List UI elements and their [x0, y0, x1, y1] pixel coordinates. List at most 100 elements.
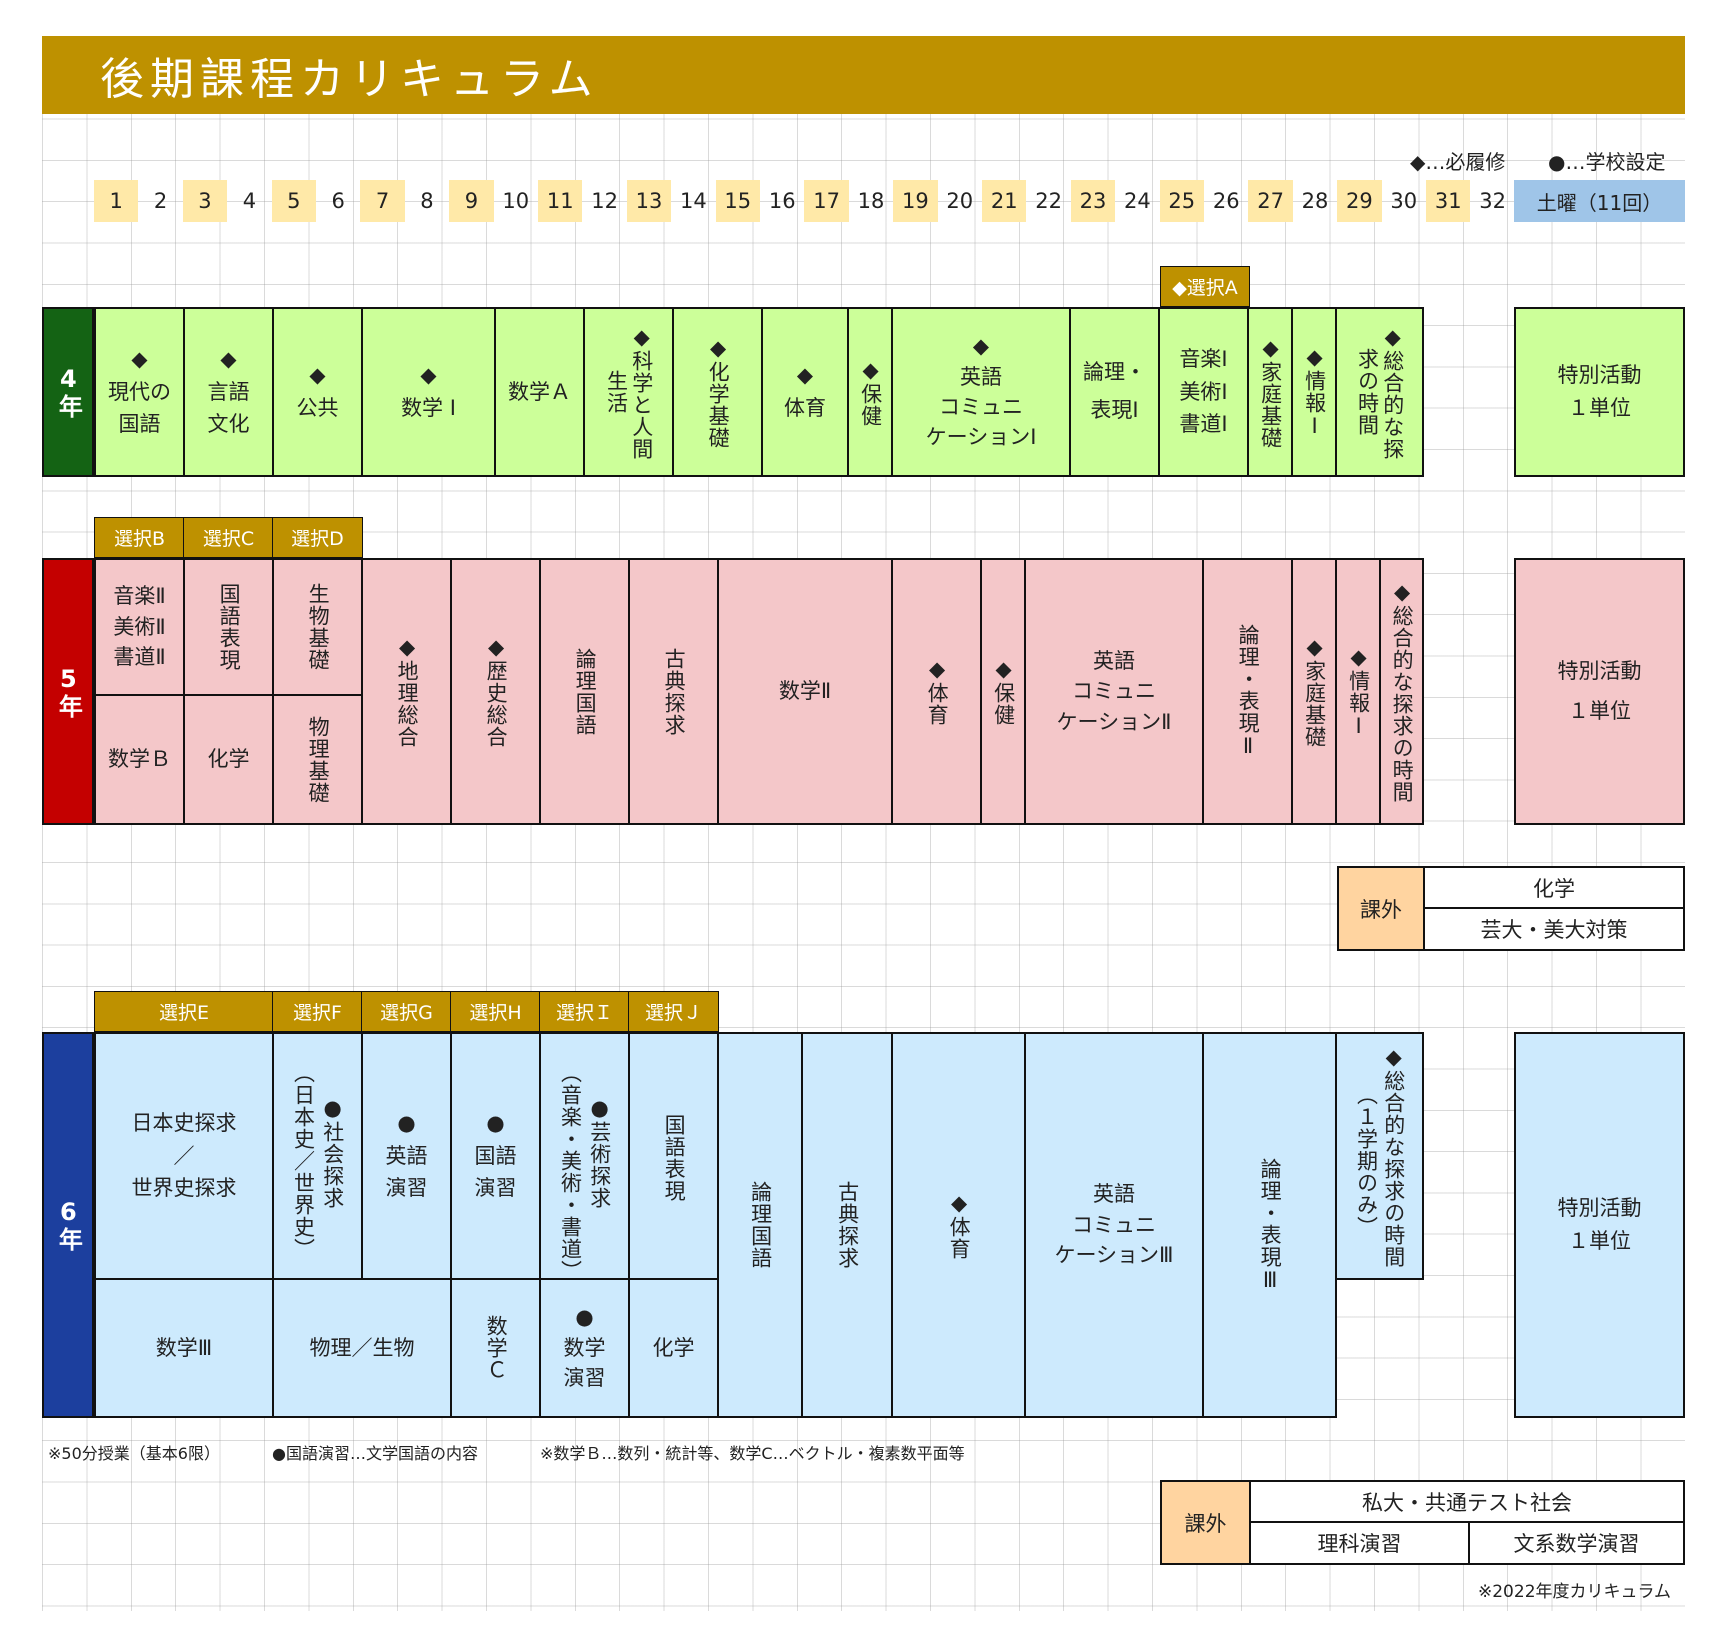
- cell-sugaku-2: 数学Ⅱ: [717, 558, 893, 825]
- cell-kagaku-kiso: ◆化学基礎: [672, 307, 763, 477]
- note-sugaku: ※数学Ｂ…数列・統計等、数学C…ベクトル・複素数平面等: [540, 1444, 965, 1463]
- sentaku-c-label: 選択C: [183, 517, 274, 558]
- period-11: 11: [538, 180, 583, 222]
- period-4: 4: [242, 189, 257, 213]
- sentaku-h-label: 選択H: [450, 991, 541, 1032]
- sentaku-d-label: 選択D: [272, 517, 363, 558]
- cell-katei-5: ◆家庭基礎: [1291, 558, 1337, 825]
- cell-eigo-2: 英語 コミュニ ケーションⅡ: [1024, 558, 1204, 825]
- cell-sugaku-b: 数学Ｂ: [94, 694, 185, 825]
- sentaku-j-label: 選択Ｊ: [628, 991, 719, 1032]
- cell-gendai-kokugo: ◆ 現代の 国語: [94, 307, 185, 477]
- cell-sogo-6: ◆総合的な探求の時間 （１学期のみ）: [1335, 1032, 1424, 1280]
- period-20: 20: [946, 189, 974, 213]
- cell-eigo-ensyu: ● 英語 演習: [361, 1032, 452, 1280]
- cell-kagaku-6: 化学: [628, 1278, 719, 1418]
- saturday-header: 土曜（11回）: [1514, 180, 1685, 222]
- period-13: 13: [626, 180, 672, 222]
- cell-geijutsu-tankyu: ●芸術探求 （音楽・美術・書道）: [539, 1032, 630, 1280]
- cell-joho: ◆情報Ⅰ: [1291, 307, 1337, 477]
- cell-eigo-3: 英語 コミュニ ケーションⅢ: [1024, 1032, 1204, 1418]
- cell-kokugo-hyogen-5: 国語表現: [183, 558, 274, 696]
- year-6-label: 6年: [42, 1032, 94, 1418]
- cell-nihonshi: 日本史探求 ／ 世界史探求: [94, 1032, 274, 1280]
- cell-ongaku-2: 音楽Ⅱ 美術Ⅱ 書道Ⅱ: [94, 558, 185, 696]
- period-9: 9: [449, 180, 494, 222]
- period-29: 29: [1337, 180, 1382, 222]
- sentaku-a-label: ◆選択A: [1160, 266, 1250, 307]
- note-kokugo-ensyu: ●国語演習…文学国語の内容: [272, 1444, 478, 1463]
- period-15: 15: [715, 180, 760, 222]
- cell-rekishi-sogo: ◆歴史総合: [450, 558, 541, 825]
- cell-tokubetsu-5: 特別活動 １単位: [1514, 558, 1685, 825]
- cell-butsuri-seibutsu: 物理／生物: [272, 1278, 452, 1418]
- cell-ronri-1: 論理・ 表現Ⅰ: [1069, 307, 1160, 477]
- kagai-label-1: 課外: [1337, 866, 1425, 951]
- period-17: 17: [804, 180, 849, 222]
- legend-school: ●…学校設定: [1548, 150, 1666, 174]
- cell-kagaku-ningen: ◆科学と人間生活: [583, 307, 674, 477]
- cell-sugaku-c: 数学Ｃ: [450, 1278, 541, 1418]
- period-2: 2: [153, 189, 168, 213]
- kagai-geidai: 芸大・美大対策: [1423, 907, 1685, 951]
- cell-joho-5: ◆情報Ⅰ: [1335, 558, 1381, 825]
- kagai-shakai: 私大・共通テスト社会: [1249, 1480, 1685, 1523]
- cell-ronri-kokugo-5: 論理国語: [539, 558, 630, 825]
- cell-katei: ◆家庭基礎: [1247, 307, 1293, 477]
- cell-sugaku-a: 数学Ａ: [494, 307, 585, 477]
- cell-sugaku-1: ◆ 数学 Ⅰ: [361, 307, 496, 477]
- cell-kokugo-hyogen-6: 国語表現: [628, 1032, 719, 1280]
- period-3: 3: [182, 180, 228, 222]
- period-12: 12: [591, 189, 618, 213]
- sentaku-e-label: 選択E: [94, 991, 274, 1032]
- kagai-kagaku: 化学: [1423, 866, 1685, 909]
- year-5-label: 5年: [42, 558, 94, 825]
- cell-sugaku-ensyu: ● 数学 演習: [539, 1278, 630, 1418]
- cell-taiiku-5: ◆体育: [891, 558, 982, 825]
- cell-koten-5: 古典探求: [628, 558, 719, 825]
- page-title: 後期課程カリキュラム: [42, 36, 1685, 114]
- period-19: 19: [893, 180, 938, 222]
- period-8: 8: [420, 189, 434, 213]
- cell-hoken: ◆保健: [847, 307, 893, 477]
- cell-sogo-5: ◆総合的な探求の時間: [1379, 558, 1424, 825]
- cell-sogo-4: ◆総合的な探求の時間: [1335, 307, 1424, 477]
- sentaku-g-label: 選択G: [361, 991, 452, 1032]
- cell-koten-6: 古典探求: [801, 1032, 893, 1418]
- cell-shakai-tankyu: ●社会探求 （日本史／世界史）: [272, 1032, 363, 1280]
- period-21: 21: [982, 180, 1027, 222]
- period-31: 31: [1426, 180, 1471, 222]
- cell-ronri-2: 論理・表現Ⅱ: [1202, 558, 1293, 825]
- cell-ongaku-1: 音楽Ⅰ 美術Ⅰ 書道Ⅰ: [1158, 307, 1249, 477]
- cell-taiiku: ◆ 体育: [761, 307, 849, 477]
- sentaku-i-label: 選択Ｉ: [539, 991, 630, 1032]
- period-16: 16: [768, 189, 796, 213]
- kagai-bunkei-sugaku: 文系数学演習: [1468, 1521, 1685, 1565]
- footer-note: ※2022年度カリキュラム: [1478, 1582, 1671, 1602]
- period-27: 27: [1248, 180, 1293, 222]
- period-28: 28: [1301, 189, 1329, 213]
- period-32: 32: [1479, 189, 1506, 213]
- cell-tokubetsu-4: 特別活動 １単位: [1514, 307, 1685, 477]
- kagai-label-2: 課外: [1160, 1480, 1251, 1565]
- period-5: 5: [271, 180, 316, 222]
- legend-required: ◆…必履修: [1410, 150, 1506, 174]
- cell-ronri-kokugo-6: 論理国語: [717, 1032, 803, 1418]
- period-10: 10: [502, 189, 530, 213]
- period-22: 22: [1035, 189, 1062, 213]
- year-4-label: 4年: [42, 307, 94, 477]
- cell-butsuri-kiso: 物理基礎: [272, 694, 363, 825]
- sentaku-f-label: 選択F: [272, 991, 363, 1032]
- period-23: 23: [1070, 180, 1116, 222]
- cell-gengo-bunka: ◆ 言語 文化: [183, 307, 274, 477]
- cell-kagaku-5: 化学: [183, 694, 274, 825]
- period-6: 6: [331, 189, 345, 213]
- period-18: 18: [857, 189, 885, 213]
- cell-eigo-1: ◆ 英語 コミュニ ケーションⅠ: [891, 307, 1071, 477]
- cell-taiiku-6: ◆体育: [891, 1032, 1026, 1418]
- period-7: 7: [360, 180, 405, 222]
- period-1: 1: [94, 180, 139, 222]
- period-24: 24: [1124, 189, 1151, 213]
- sentaku-b-label: 選択B: [94, 517, 185, 558]
